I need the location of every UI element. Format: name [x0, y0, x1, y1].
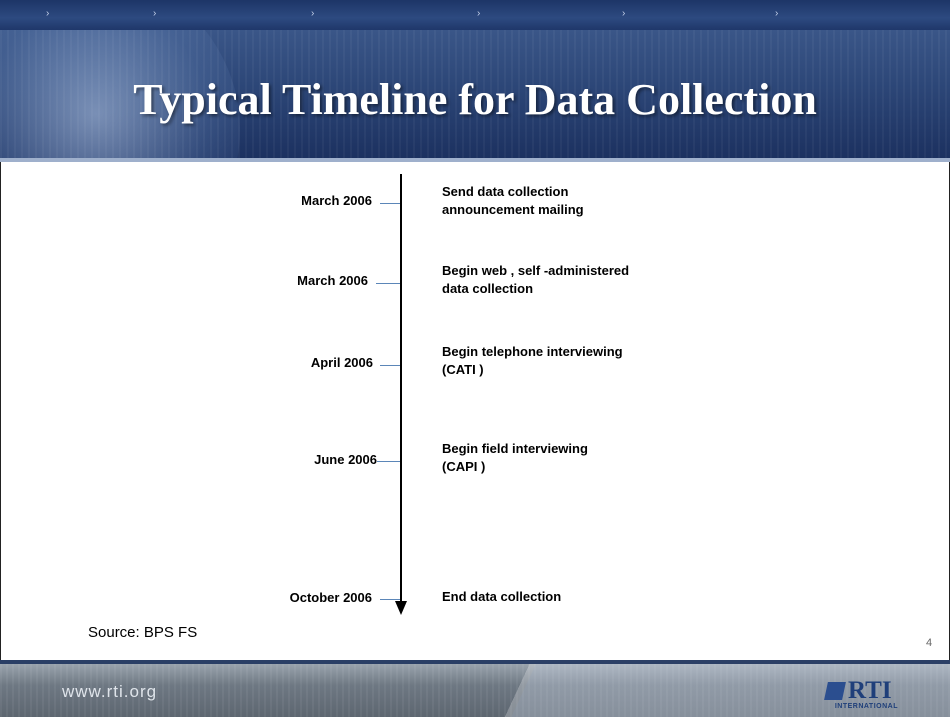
timeline-event: Begin web , self -administered data coll…: [442, 262, 629, 298]
globe-graphic: [0, 30, 240, 158]
timeline-event-line: Begin web , self -administered: [442, 263, 630, 278]
timeline-event: Begin field interviewing (CAPI ): [442, 440, 588, 476]
timeline-event: Begin telephone interviewing (CATI ): [442, 343, 623, 379]
logo-mark-icon: [824, 682, 846, 700]
timeline-event-line: Send data collection: [442, 184, 569, 199]
website-url: www.rti.org: [62, 682, 158, 701]
timeline-tick: [376, 283, 400, 284]
timeline-date: March 2006: [301, 193, 372, 208]
timeline-date: October 2006: [289, 590, 372, 605]
timeline-date: June 2006: [314, 452, 377, 467]
timeline-tick: [380, 599, 400, 600]
chevron-right-icon: ›: [153, 8, 157, 19]
header-divider: [0, 158, 950, 162]
footer-band: [0, 664, 950, 717]
timeline-event-line: Begin telephone interviewing: [442, 344, 623, 359]
header-band: [0, 30, 950, 158]
timeline-event-line: announcement mailing: [442, 202, 584, 217]
arrow-down-icon: [395, 601, 407, 615]
timeline-event-line: data collection: [442, 281, 534, 296]
timeline-event: End data collection: [442, 588, 561, 606]
swoosh-graphic: [470, 664, 950, 717]
slide-title: Typical Timeline for Data Collection: [133, 75, 817, 124]
timeline-event-line: End data collection: [442, 589, 562, 604]
page-number: 4: [926, 637, 933, 649]
timeline-event-line: Begin field interviewing: [442, 441, 588, 456]
top-strip: › › › › › ›: [0, 0, 950, 30]
timeline-date: March 2006: [297, 273, 368, 288]
timeline-event: Send data collection announcement mailin…: [442, 183, 584, 219]
logo-text: RTI: [848, 677, 892, 704]
timeline-tick: [380, 365, 400, 366]
chevron-right-icon: ›: [775, 8, 779, 19]
chevron-right-icon: ›: [311, 8, 315, 19]
timeline-event-line: (CAPI ): [442, 459, 486, 474]
timeline-event-line: (CATI ): [442, 362, 484, 377]
logo-subtitle: INTERNATIONAL: [834, 703, 898, 710]
chevron-right-icon: ›: [46, 8, 50, 19]
timeline-axis: [400, 174, 402, 602]
footer-divider: [0, 660, 950, 664]
timeline-date: April 2006: [310, 355, 373, 370]
chevron-right-icon: ›: [477, 8, 481, 19]
timeline-tick: [380, 203, 400, 204]
timeline-tick: [377, 461, 400, 462]
chevron-right-icon: ›: [622, 8, 626, 19]
source-note: Source: BPS FS: [88, 624, 198, 641]
rti-logo: RTI INTERNATIONAL: [824, 677, 898, 715]
